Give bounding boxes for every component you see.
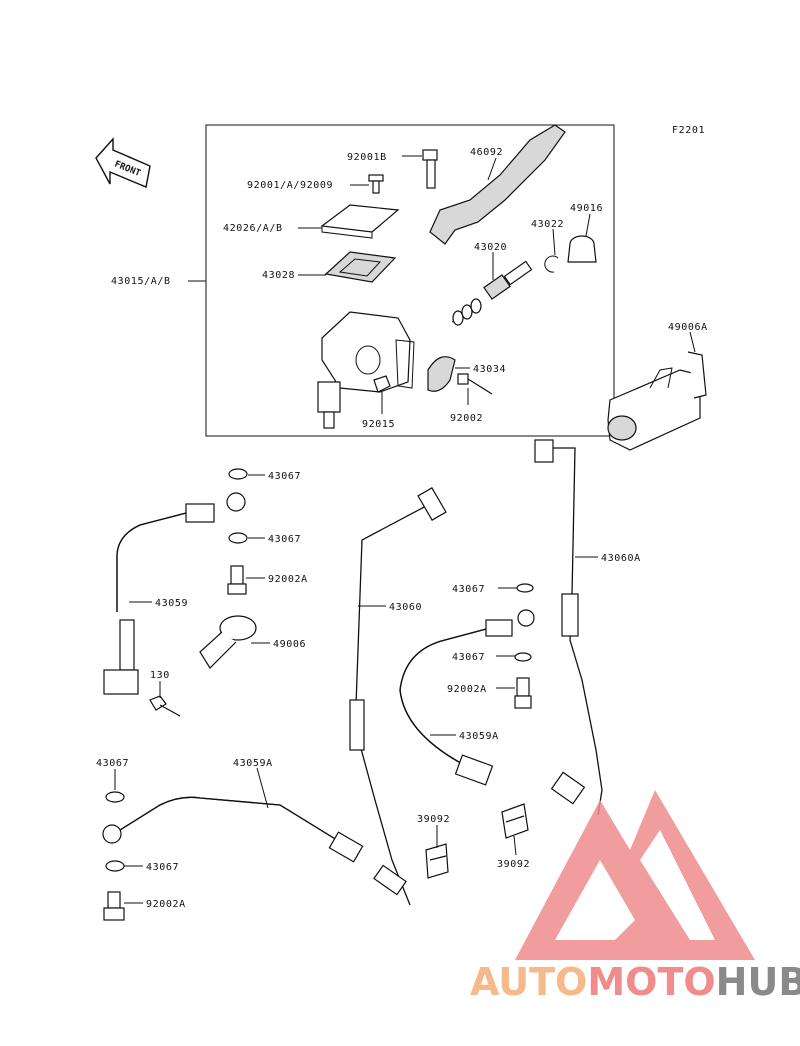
label-43059A-right: 43059A (459, 731, 499, 742)
bolt-92002 (457, 373, 493, 395)
washer-43067-d (514, 652, 532, 662)
label-92002: 92002 (450, 413, 483, 424)
reservoir-49006A (607, 351, 707, 451)
label-49016: 49016 (570, 203, 603, 214)
front-arrow-icon: FRONT (95, 137, 151, 188)
hose-43059A-right (399, 609, 535, 786)
nut-92015 (373, 375, 391, 393)
label-43028: 43028 (262, 270, 295, 281)
hose-43059 (103, 492, 246, 695)
clamp-43034 (427, 356, 456, 392)
reservoir-cover (320, 204, 400, 233)
label-43060A: 43060A (601, 553, 641, 564)
brake-pipe-43060 (349, 487, 447, 906)
washer-43067-f (105, 860, 125, 872)
watermark-hub: HUB (716, 960, 800, 1004)
bolt-92002A-c (103, 891, 125, 921)
bolt-130 (149, 695, 181, 717)
label-43067-a: 43067 (268, 471, 301, 482)
brake-lever (429, 124, 566, 245)
watermark-auto: AUTO (470, 960, 587, 1004)
washer-43067-a (228, 468, 248, 480)
watermark-logo-icon (515, 790, 755, 960)
label-43059A-bottom: 43059A (233, 758, 273, 769)
label-43067-b: 43067 (268, 534, 301, 545)
label-49006: 49006 (273, 639, 306, 650)
label-39092-b: 39092 (497, 859, 530, 870)
label-130: 130 (150, 670, 170, 681)
hose-43059A-bottom (102, 796, 364, 863)
label-92015: 92015 (362, 419, 395, 430)
svg-text:AUTOMOTOHUB: AUTOMOTOHUB (470, 960, 800, 1004)
label-46092: 46092 (470, 147, 503, 158)
piston-kit (451, 260, 533, 326)
diagram-code: F2201 (672, 125, 705, 136)
clip-39092-a (425, 843, 449, 879)
label-92001-92009: 92001/A/92009 (247, 180, 333, 191)
label-43020: 43020 (474, 242, 507, 253)
label-92002A-a: 92002A (268, 574, 308, 585)
leader-lines (114, 155, 696, 904)
screw-92001 (368, 174, 384, 194)
clip-39092-b (501, 803, 529, 839)
circlip (544, 255, 559, 273)
brake-pipe-43060A (534, 439, 603, 816)
boot-49016 (567, 235, 597, 263)
label-43067-e: 43067 (96, 758, 129, 769)
master-cylinder-body (317, 311, 415, 429)
fitting-49006 (199, 615, 257, 669)
bolt-92002A-b (514, 677, 532, 709)
label-49006A: 49006A (668, 322, 708, 333)
diaphragm (324, 251, 397, 283)
label-43022: 43022 (531, 219, 564, 230)
pin-92001B (422, 149, 438, 189)
label-92001B: 92001B (347, 152, 387, 163)
label-43034: 43034 (473, 364, 506, 375)
label-43059: 43059 (155, 598, 188, 609)
bolt-92002A-a (227, 565, 247, 595)
washer-43067-c (516, 583, 534, 593)
watermark-moto: MOTO (587, 960, 715, 1004)
label-43067-d: 43067 (452, 652, 485, 663)
label-92002A-b: 92002A (447, 684, 487, 695)
label-39092-a: 39092 (417, 814, 450, 825)
label-43060: 43060 (389, 602, 422, 613)
washer-43067-e (105, 791, 125, 803)
label-43067-c: 43067 (452, 584, 485, 595)
label-43015: 43015/A/B (111, 276, 171, 287)
label-43067-f: 43067 (146, 862, 179, 873)
part-labels: 92001B 46092 92001/A/92009 49016 43022 4… (96, 147, 708, 910)
washer-43067-b (228, 532, 248, 544)
watermark-text: AUTOMOTOHUB (470, 960, 800, 1004)
label-42026: 42026/A/B (223, 223, 283, 234)
label-92002A-c: 92002A (146, 899, 186, 910)
